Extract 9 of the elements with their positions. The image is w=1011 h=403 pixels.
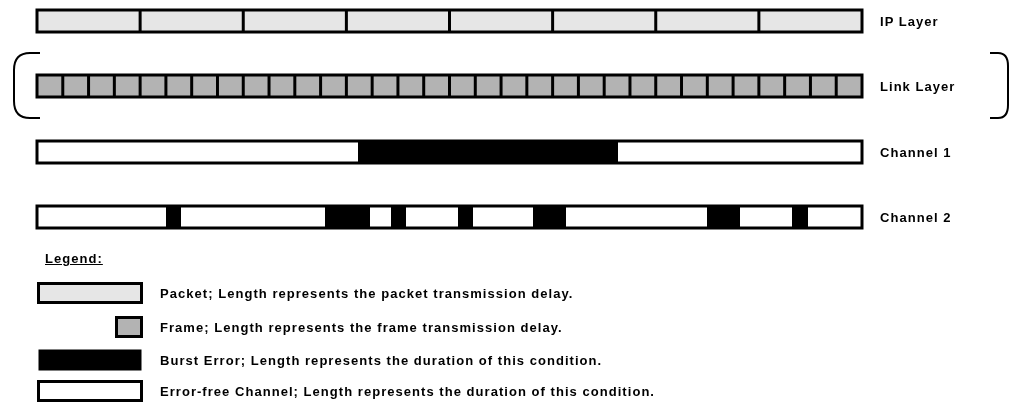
layer-label: IP Layer [880,15,939,28]
layer-label: Channel 1 [880,146,952,159]
legend-text: Frame; Length represents the frame transmission delay. [160,321,563,334]
layer-label: Channel 2 [880,211,952,224]
legend-heading: Legend: [45,252,103,265]
legend-text: Error-free Channel; Length represents the duration of this condition. [160,385,655,398]
legend-text: Burst Error; Length represents the duration of this condition. [160,354,603,367]
layer-label: Link Layer [880,80,956,93]
legend-text: Packet; Length represents the packet transmission delay. [160,287,574,300]
